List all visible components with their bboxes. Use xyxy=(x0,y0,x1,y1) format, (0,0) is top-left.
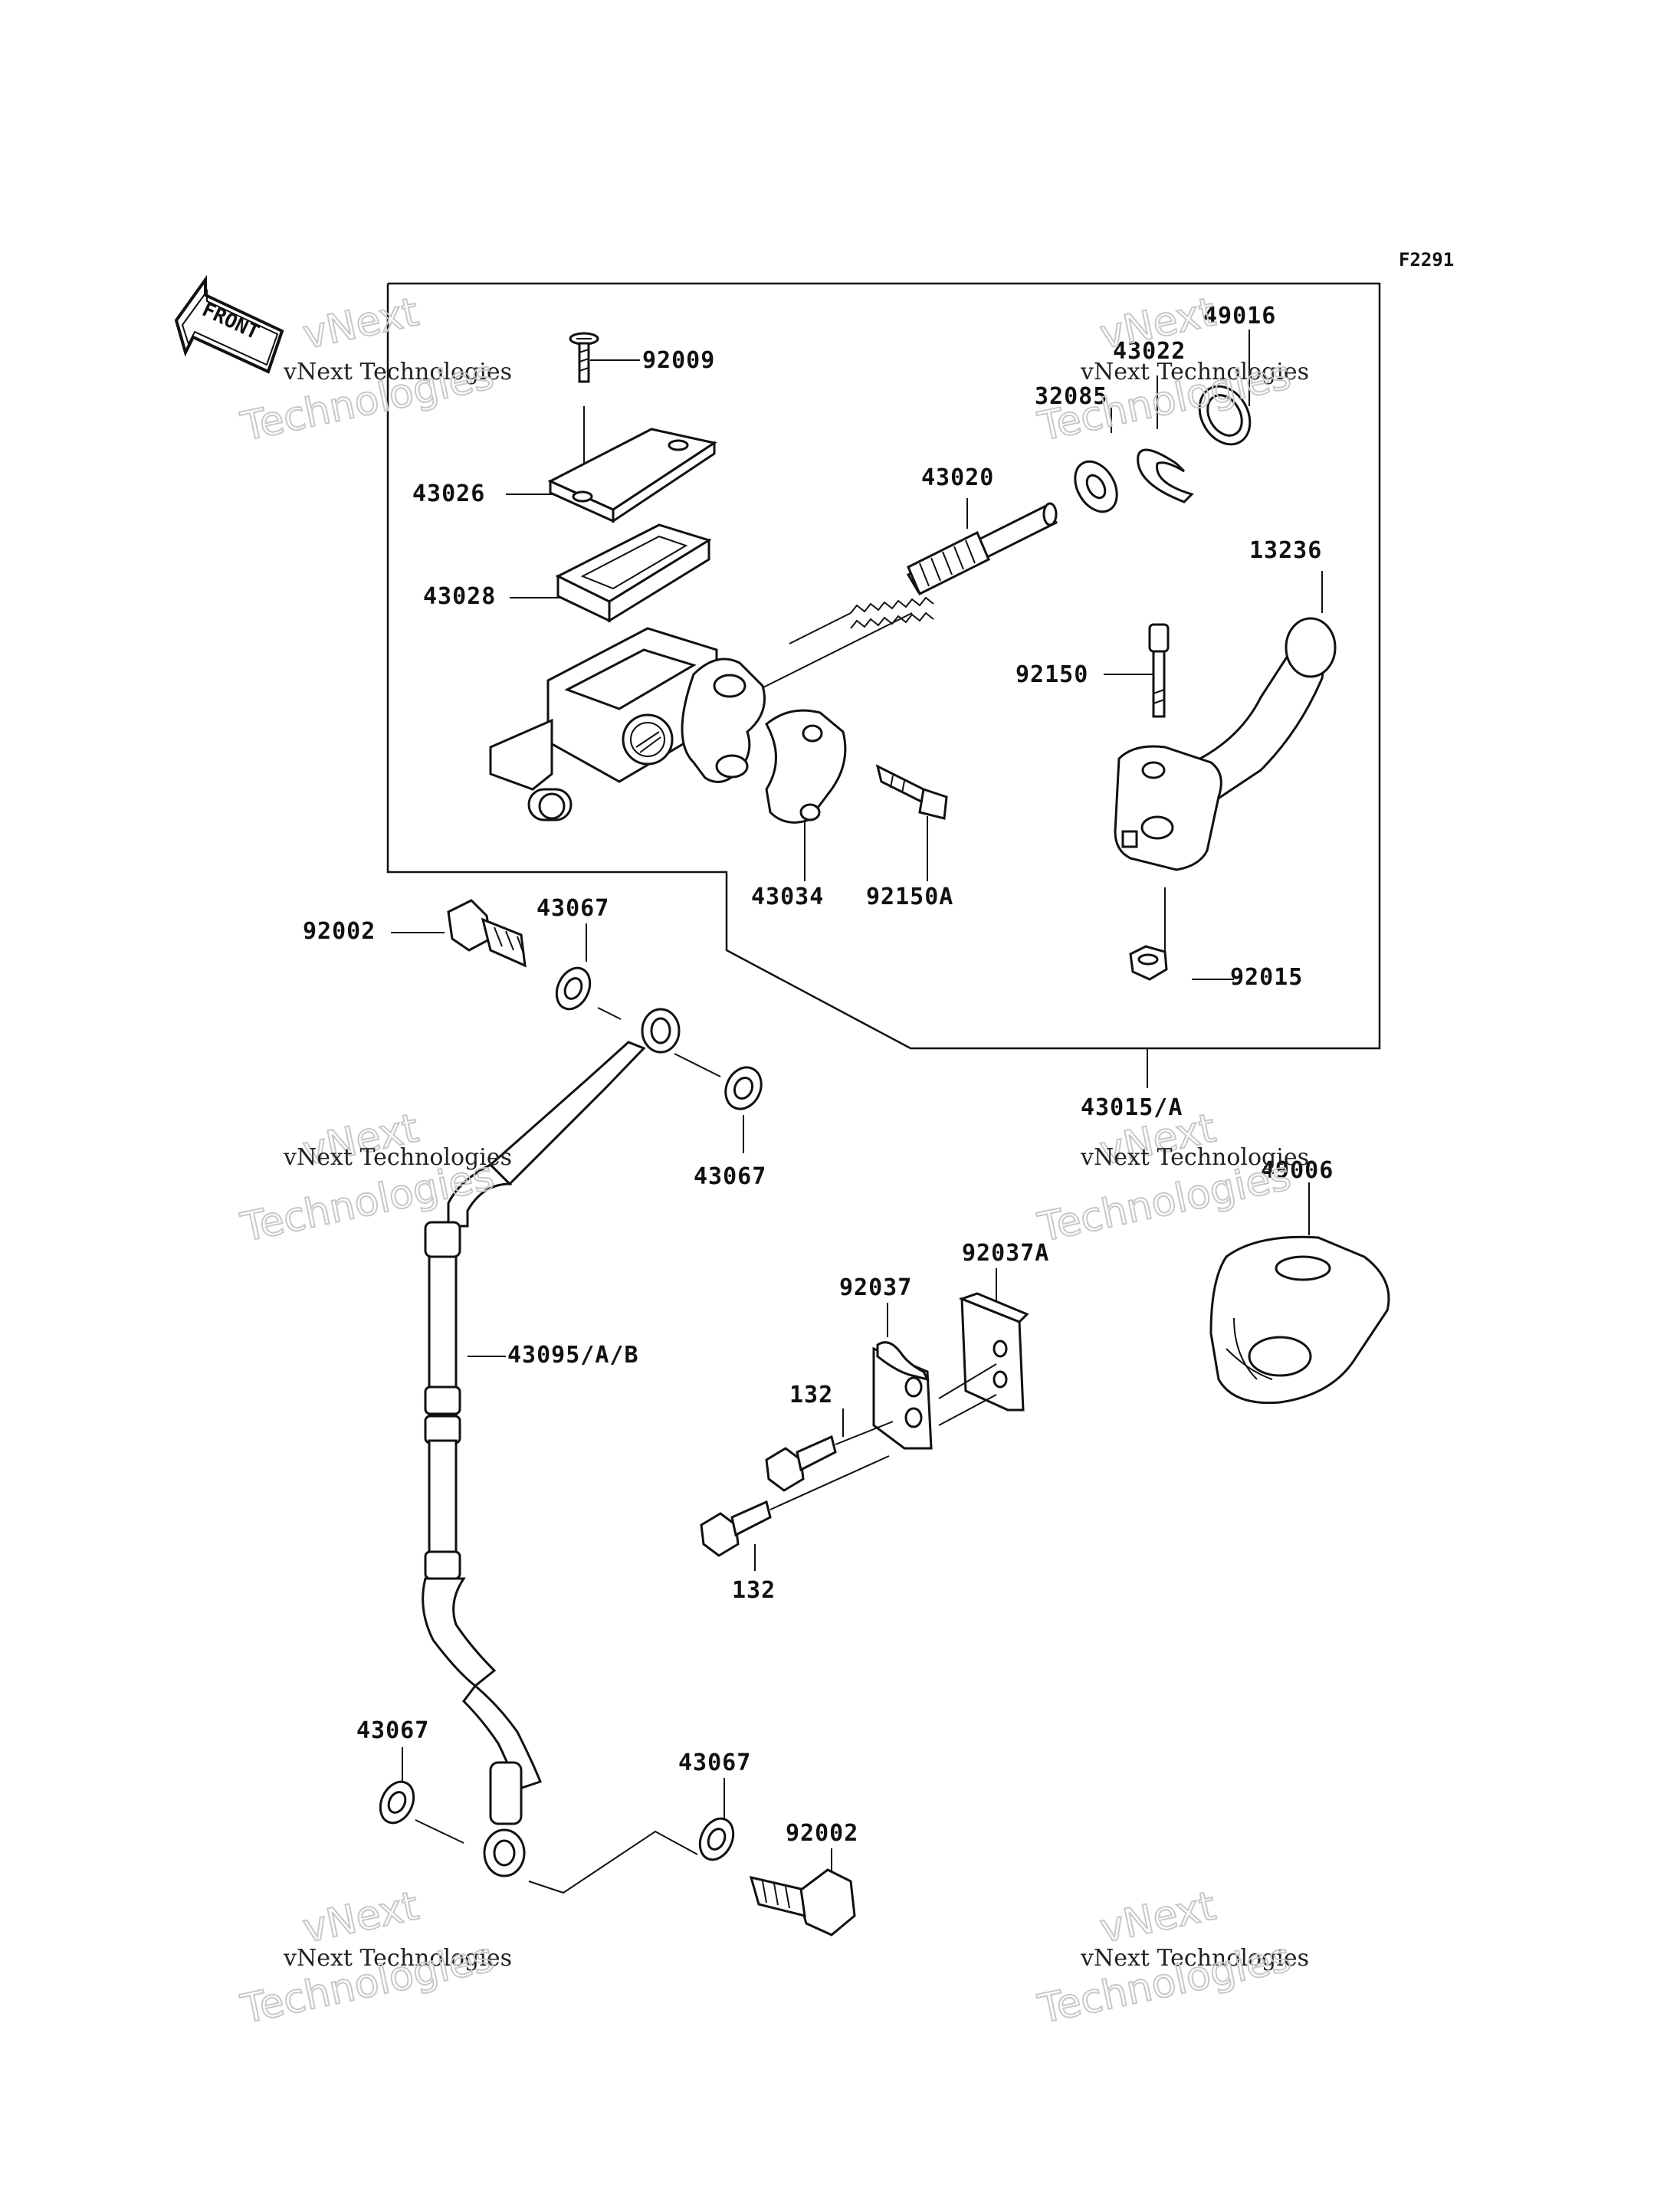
clamp-92037 xyxy=(872,1341,933,1450)
label-92002-bottom: 92002 xyxy=(786,1820,858,1847)
circlip-43022 xyxy=(1137,448,1194,503)
master-cylinder-body xyxy=(489,627,766,821)
label-92009: 92009 xyxy=(642,347,715,374)
label-132-b: 132 xyxy=(732,1577,776,1604)
label-49006: 49006 xyxy=(1261,1157,1334,1184)
label-43095: 43095/A/B xyxy=(507,1342,639,1369)
watermark-bottom-left: vNext vNext Technologies Technologies xyxy=(236,1882,512,2033)
assembly-box-outline xyxy=(386,282,1381,1050)
screw-92009 xyxy=(569,332,599,383)
brake-hose-43095 xyxy=(422,1008,681,1877)
bracket-92037A xyxy=(958,1292,1029,1412)
label-92150A: 92150A xyxy=(866,884,953,910)
label-32085: 32085 xyxy=(1035,383,1107,410)
label-132-a: 132 xyxy=(789,1382,833,1408)
bolt-132-b xyxy=(700,1455,890,1557)
washer-43067-d xyxy=(698,1817,735,1861)
bolt-92150A xyxy=(875,764,948,820)
front-arrow-icon: FRONT xyxy=(174,274,284,374)
lever-13236 xyxy=(1182,617,1337,802)
washer-32085 xyxy=(1074,460,1118,513)
label-92015: 92015 xyxy=(1230,964,1303,991)
piston-43020 xyxy=(850,502,1058,629)
svg-text:vNext Technologies: vNext Technologies xyxy=(1080,359,1309,385)
figure-code: F2291 xyxy=(1399,249,1454,271)
clamp-43034 xyxy=(765,709,847,824)
label-92037A: 92037A xyxy=(962,1240,1049,1267)
label-43015-A: 43015/A xyxy=(1081,1094,1183,1121)
washer-43067-a xyxy=(555,966,592,1011)
clamp-link-line-a xyxy=(938,1363,997,1399)
watermark-top-left: vNext vNext Technologies Technologies xyxy=(236,288,512,451)
lever-holder xyxy=(1114,745,1222,871)
label-43067-b: 43067 xyxy=(694,1163,766,1190)
label-43020: 43020 xyxy=(921,464,994,491)
watermark-middle-left: vNext vNext Technologies Technologies xyxy=(236,1104,512,1251)
diaphragm-43028 xyxy=(555,523,712,623)
label-92002-top: 92002 xyxy=(303,918,376,945)
label-13236: 13236 xyxy=(1249,537,1322,564)
bolt-92150 xyxy=(1148,623,1170,718)
svg-text:vNext: vNext xyxy=(1096,1883,1219,1952)
label-43067-c: 43067 xyxy=(356,1717,429,1744)
washer-43067-b xyxy=(724,1066,763,1110)
watermark-middle-right: vNext vNext Technologies Technologies xyxy=(1033,1104,1309,1251)
watermark-bottom-right: vNext vNext Technologies Technologies xyxy=(1033,1882,1309,2033)
label-43067-a: 43067 xyxy=(536,895,609,922)
svg-text:vNext Technologies: vNext Technologies xyxy=(283,1144,512,1171)
label-92037: 92037 xyxy=(839,1274,912,1301)
label-92150: 92150 xyxy=(1016,661,1088,688)
svg-text:vNext Technologies: vNext Technologies xyxy=(283,1945,512,1972)
label-43028: 43028 xyxy=(423,583,496,610)
bolt-132-a xyxy=(765,1421,894,1492)
label-43022: 43022 xyxy=(1113,338,1186,365)
svg-text:vNext Technologies: vNext Technologies xyxy=(1080,1144,1309,1171)
svg-text:vNext: vNext xyxy=(299,289,422,358)
svg-text:vNext: vNext xyxy=(299,1883,422,1952)
label-43026: 43026 xyxy=(412,480,485,507)
part-labels: 92009 43026 43028 43020 49016 43022 3208… xyxy=(303,303,1334,1847)
label-43067-d: 43067 xyxy=(678,1749,751,1776)
banjo-bolt-92002-bottom xyxy=(749,1868,856,1936)
label-43034: 43034 xyxy=(751,884,824,910)
banjo-bolt-92002-top xyxy=(447,899,527,968)
svg-text:vNext Technologies: vNext Technologies xyxy=(283,359,512,385)
boot-49016 xyxy=(1198,385,1252,446)
svg-text:vNext Technologies: vNext Technologies xyxy=(1080,1945,1309,1972)
label-49016: 49016 xyxy=(1203,303,1276,330)
clamp-link-line-b xyxy=(938,1394,997,1426)
washer-43067-c xyxy=(379,1780,415,1825)
cover-49006 xyxy=(1209,1235,1390,1405)
cap-43026 xyxy=(547,428,717,523)
nut-92015 xyxy=(1129,945,1168,981)
